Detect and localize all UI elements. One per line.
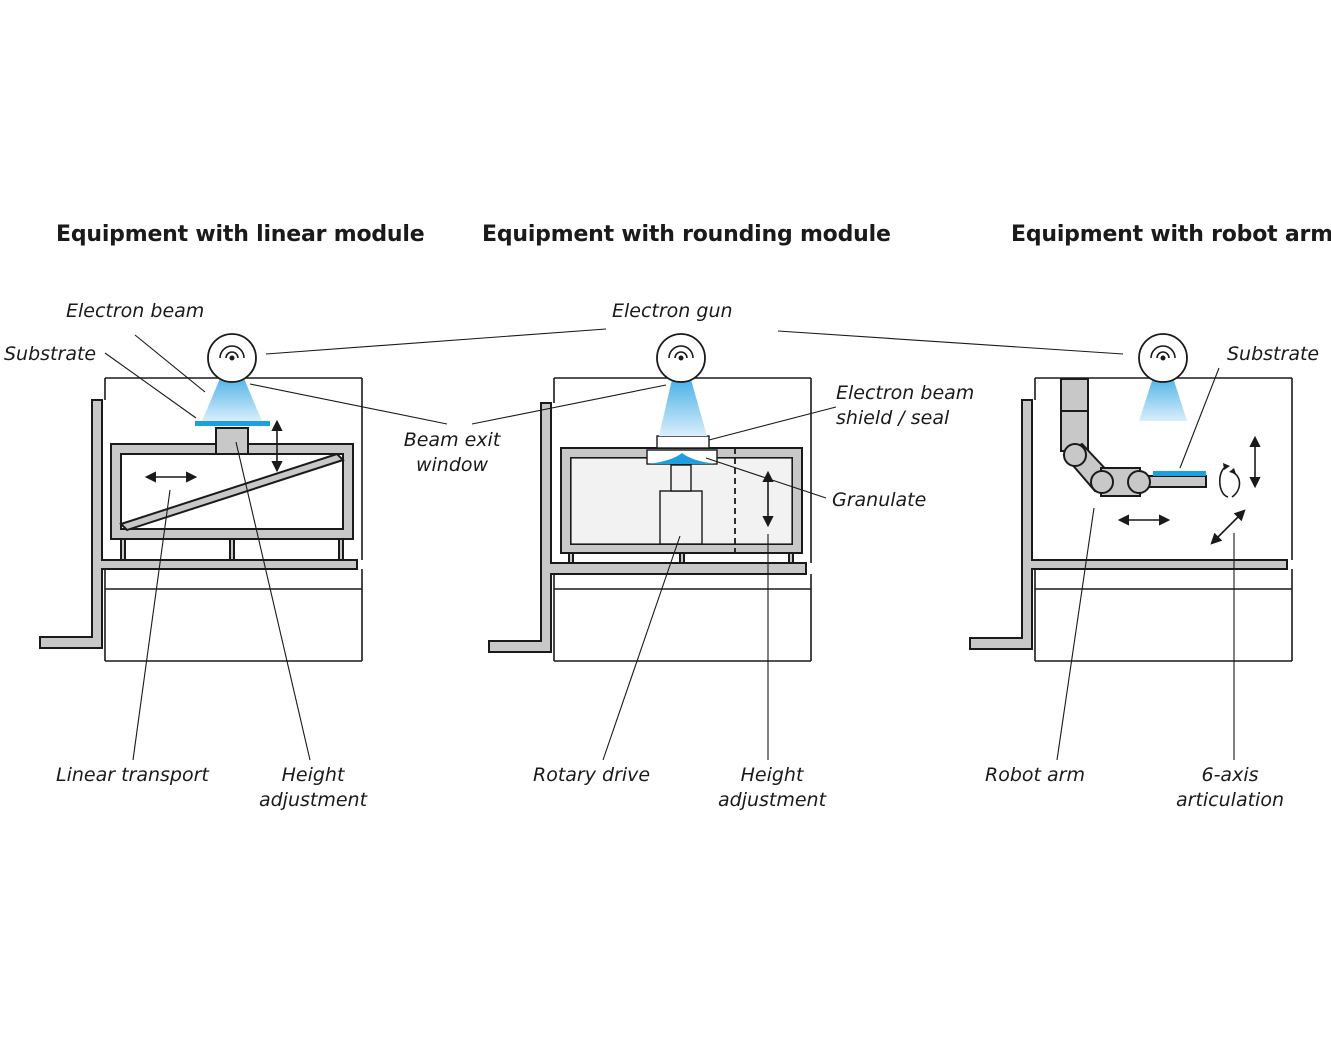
- electron-beam-left: [202, 362, 262, 421]
- label-height-adjustment-left: Height adjustment: [258, 764, 368, 811]
- electron-gun-left: [207, 333, 257, 383]
- substrate-plate-left: [195, 421, 270, 426]
- rounding-module-equipment: [488, 333, 837, 761]
- granulate: [648, 453, 716, 464]
- label-granulate: Granulate: [832, 489, 927, 511]
- title-linear-module: Equipment with linear module: [56, 222, 425, 247]
- label-substrate-right: Substrate: [1227, 343, 1320, 365]
- electron-beam-mid: [659, 362, 707, 436]
- beam-shield: [656, 435, 710, 449]
- electron-gun-right: [1138, 333, 1188, 383]
- label-linear-transport: Linear transport: [56, 764, 209, 786]
- linear-module-equipment: [39, 333, 363, 761]
- label-electron-beam: Electron beam: [66, 300, 205, 322]
- label-six-axis-articulation: 6-axis articulation: [1176, 764, 1284, 811]
- label-height-adjustment-mid: Height adjustment: [717, 764, 827, 811]
- title-rounding-module: Equipment with rounding module: [482, 222, 891, 247]
- pedestal-left: [215, 427, 249, 455]
- label-beam-exit-window: Beam exit window: [403, 429, 501, 476]
- label-electron-gun: Electron gun: [612, 300, 733, 322]
- support-frame-right: [969, 399, 1288, 650]
- rotation-arrow: [1218, 465, 1241, 498]
- electron-gun-mid: [656, 333, 706, 383]
- label-rotary-drive: Rotary drive: [533, 764, 651, 786]
- substrate-plate-right: [1153, 471, 1206, 476]
- support-frame-mid: [488, 402, 807, 653]
- robot-arm-equipment: [969, 333, 1293, 761]
- label-electron-beam-shield: Electron beam shield / seal: [836, 382, 975, 429]
- rotary-drive-body: [659, 490, 703, 545]
- robot-arm: [1060, 378, 1207, 497]
- support-frame-left: [39, 399, 358, 649]
- label-robot-arm: Robot arm: [985, 764, 1085, 786]
- electron-beam-right: [1139, 362, 1187, 421]
- diagonal-arrow-right: [1210, 509, 1246, 545]
- title-robot-arm: Equipment with robot arm: [1011, 222, 1331, 247]
- label-substrate-left: Substrate: [4, 343, 97, 365]
